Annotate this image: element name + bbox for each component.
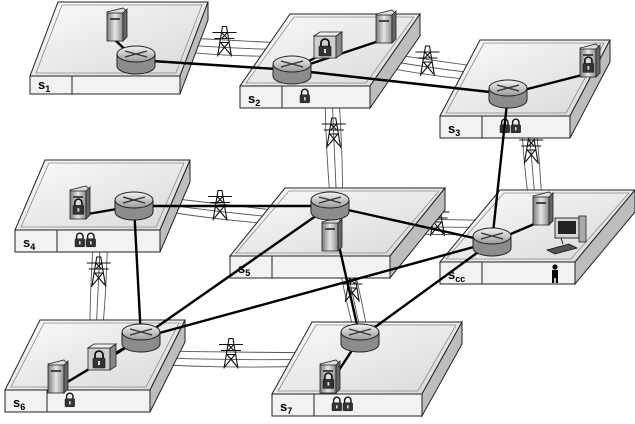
substation-side: [179, 1, 209, 95]
server-icon: [532, 191, 554, 226]
substation-rim: [235, 190, 440, 254]
transmission-tower-icon: [415, 45, 440, 77]
router-icon: [114, 191, 154, 221]
devices-s4: [69, 185, 154, 221]
workstation-icon: [545, 215, 587, 255]
router-icon: [310, 191, 350, 221]
padlock-icon: [510, 118, 521, 134]
substation-subscript: cc: [455, 274, 465, 284]
devices-s1: [106, 7, 156, 75]
substation-side: [369, 12, 421, 110]
devices-s2: [272, 9, 397, 85]
substation-subscript: 5: [245, 268, 250, 278]
router-icon: [488, 79, 528, 109]
substation-side: [574, 189, 635, 286]
server-icon: [106, 7, 128, 42]
substation-rim: [277, 324, 457, 392]
substation-subscript: 7: [287, 406, 292, 416]
device-layer: [47, 7, 601, 394]
devices-scc: [472, 191, 587, 257]
padlock-icon: [582, 56, 595, 73]
padlock-icon: [72, 198, 85, 215]
substation-subscript: 6: [20, 402, 25, 412]
router-icon: [472, 227, 512, 257]
locked-server-icon: [312, 31, 344, 59]
padlock-icon: [299, 88, 310, 104]
padlock-icon: [322, 372, 335, 389]
comm-link-s5-scc: [329, 204, 493, 244]
substation-front: [4, 389, 151, 413]
locked-server-icon: [319, 359, 341, 394]
comm-link-s4-s6: [132, 205, 143, 339]
router-icon: [121, 323, 161, 353]
server-icon: [321, 217, 343, 252]
substation-rim: [10, 322, 180, 388]
router-icon: [340, 323, 380, 353]
substation-s7: s7: [271, 320, 463, 418]
transmission-tower-icon: [219, 337, 243, 369]
comm-link-s5-s6: [140, 205, 331, 339]
server-icon: [47, 359, 69, 394]
devices-s5: [310, 191, 350, 252]
router-icon: [272, 55, 312, 85]
devices-s6: [47, 323, 161, 394]
substation-rim: [245, 16, 415, 84]
operator-icon: [552, 264, 558, 283]
substation-subscript: 3: [455, 128, 460, 138]
substation-subscript: 2: [255, 98, 260, 108]
substation-rim: [20, 162, 185, 228]
substation-subscript: 1: [45, 84, 50, 94]
padlock-icon: [318, 38, 332, 57]
padlock-icon: [74, 232, 85, 248]
comm-link-s7-scc: [359, 241, 493, 339]
padlock-icon: [331, 396, 342, 412]
transmission-tower-icon: [321, 117, 346, 149]
devices-s3: [488, 43, 601, 109]
padlock-icon: [64, 392, 75, 408]
locked-server-icon: [86, 343, 118, 371]
substation-side: [421, 320, 463, 418]
substation-side: [389, 186, 446, 280]
substation-front: [29, 75, 181, 95]
padlock-icon: [342, 396, 353, 412]
padlock-icon: [85, 232, 96, 248]
locked-server-icon: [579, 43, 601, 78]
transmission-tower-icon: [86, 256, 111, 288]
comm-link-s2-s3: [291, 68, 509, 96]
padlock-icon: [92, 350, 106, 369]
transmission-tower-icon: [212, 25, 237, 57]
substation-rim: [35, 4, 203, 74]
comm-link-s3-scc: [490, 93, 510, 243]
locked-server-icon: [69, 185, 91, 220]
comm-link-s1-s2: [135, 58, 293, 72]
server-icon: [375, 9, 397, 44]
devices-s7: [319, 323, 380, 394]
router-icon: [116, 45, 156, 75]
substation-top: [14, 159, 191, 231]
substation-subscript: 4: [30, 242, 35, 252]
comm-link-s6-scc: [140, 240, 493, 340]
substation-side: [149, 319, 186, 413]
